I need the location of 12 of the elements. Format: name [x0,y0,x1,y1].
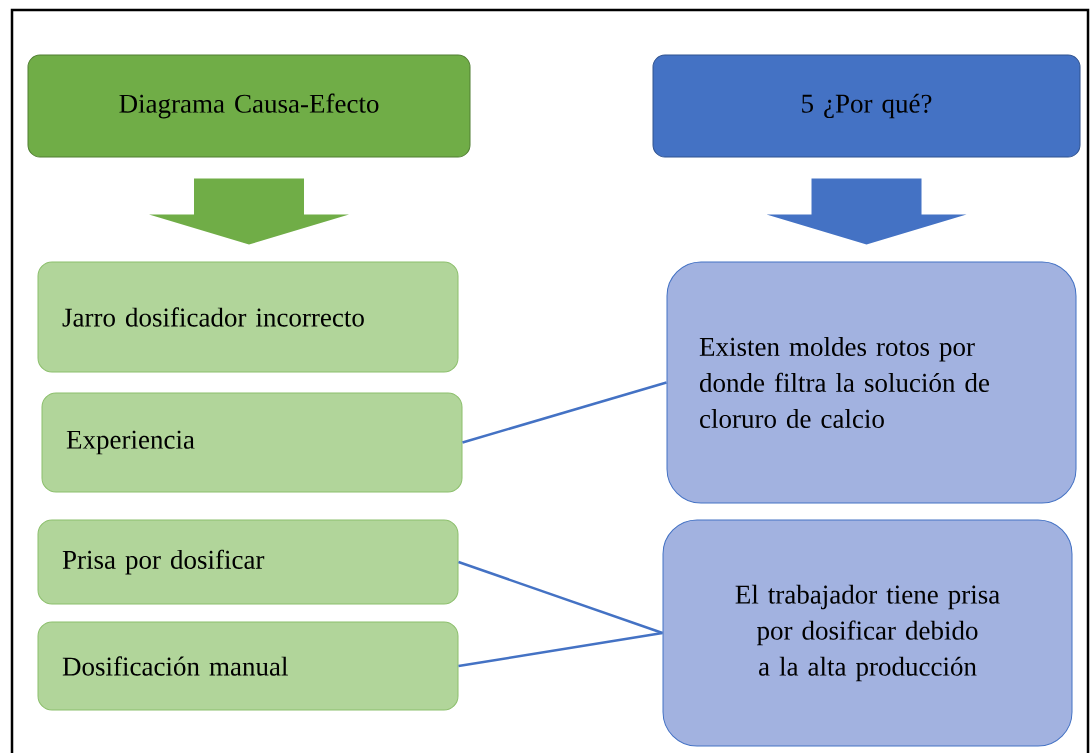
cause-box: Jarro dosificador incorrecto [37,261,459,373]
cause-box: Experiencia [41,392,463,493]
cause-box: Prisa por dosificar [37,519,459,605]
connector-line [458,560,663,635]
cause-box: Dosificación manual [37,621,459,711]
connector-line [462,381,667,444]
header-box: 5 ¿Por qué? [652,54,1081,158]
connector-line [458,631,663,668]
explanation-box: Existen moldes rotos por donde filtra la solución de cloruro de calcio [666,261,1077,504]
block-arrow [149,178,349,245]
header-box: Diagrama Causa-Efecto [27,54,471,158]
explanation-box: El trabajador tiene prisa por dosificar debido a la alta producción [662,519,1073,747]
